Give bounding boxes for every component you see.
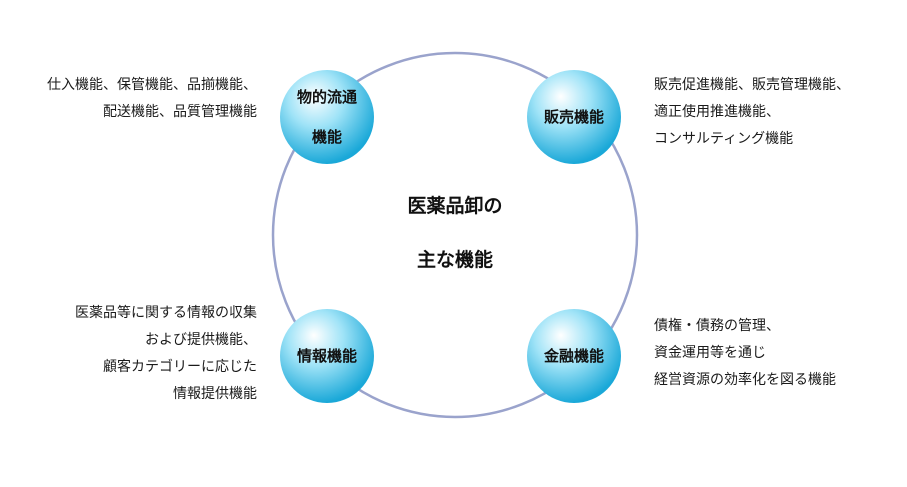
information-description-line: 顧客カテゴリーに応じた [103,359,257,375]
node-sales-label-line: 販売機能 [543,108,604,126]
sales-description-line: 販売促進機能、販売管理機能、 [654,77,850,93]
logistics-description: 仕入機能、保管機能、品揃機能、 配送機能、品質管理機能 [47,72,257,126]
node-logistics-label: 物的流通 機能 [282,88,372,146]
node-logistics-label-line: 機能 [311,128,342,146]
node-sales-label: 販売機能 [529,92,619,142]
sphere-information [280,309,374,403]
center-label-line: 医薬品卸の [407,194,503,217]
logistics-description-line: 仕入機能、保管機能、品揃機能、 [47,77,257,93]
sphere-sales [527,70,621,164]
node-information-label-line: 情報機能 [296,347,357,365]
logistics-description-line: 配送機能、品質管理機能 [103,104,257,120]
node-logistics-label-line: 物的流通 [296,88,357,106]
finance-description-line: 経営資源の効率化を図る機能 [654,372,836,388]
finance-description: 債権・債務の管理、 資金運用等を通じ 経営資源の効率化を図る機能 [654,313,836,394]
information-description-line: 医薬品等に関する情報の収集 [75,305,257,321]
information-description: 医薬品等に関する情報の収集 および提供機能、 顧客カテゴリーに応じた 情報提供機… [75,300,257,408]
sales-description-line: コンサルティング機能 [654,131,794,147]
connecting-ring [271,51,639,419]
node-finance-label: 金融機能 [529,331,619,381]
sphere-logistics [280,70,374,164]
information-description-line: 情報提供機能 [173,386,257,402]
finance-description-line: 資金運用等を通じ [654,345,766,361]
sphere-finance [527,309,621,403]
center-label: 医薬品卸の 主な機能 [375,195,535,271]
center-label-line: 主な機能 [416,248,493,271]
sales-description-line: 適正使用推進機能、 [654,104,780,120]
information-description-line: および提供機能、 [145,332,257,348]
finance-description-line: 債権・債務の管理、 [654,318,780,334]
node-information-label: 情報機能 [282,331,372,381]
sales-description: 販売促進機能、販売管理機能、 適正使用推進機能、 コンサルティング機能 [654,72,850,153]
node-finance-label-line: 金融機能 [543,347,604,365]
